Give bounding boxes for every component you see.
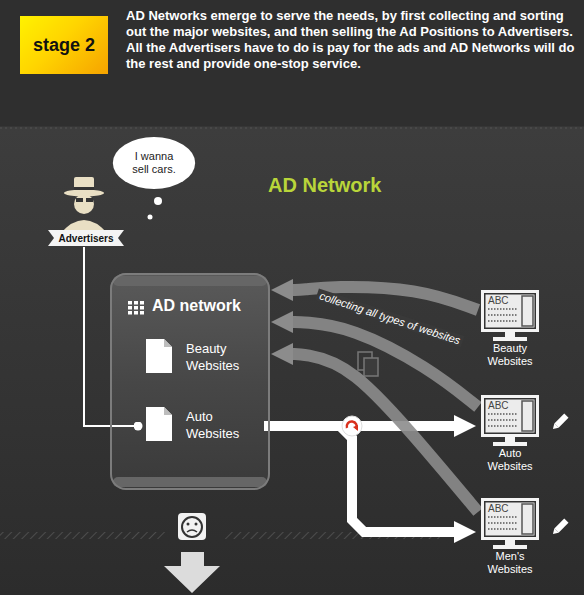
person-glasses	[76, 198, 83, 202]
stage-badge: stage 2	[20, 16, 108, 74]
screen-text: ABC	[488, 503, 509, 514]
monitor-stand	[481, 332, 539, 342]
copy-icon	[364, 358, 378, 376]
website-monitor: ABC Beauty Websites	[478, 290, 542, 368]
frown-face	[187, 530, 197, 532]
document-item: Auto Websites	[142, 403, 264, 449]
network-box-bar	[113, 477, 267, 487]
pencil-icon	[551, 519, 569, 537]
frown-face	[178, 513, 206, 540]
monitor-label: Auto Websites	[478, 447, 542, 473]
hatch-band	[0, 532, 165, 539]
grid-icon	[128, 301, 144, 315]
monitor-stand	[481, 437, 539, 447]
person-glasses	[86, 198, 93, 202]
monitor-stand	[481, 540, 539, 550]
document-item: Beauty Websites	[142, 335, 264, 381]
network-box-fill	[110, 273, 270, 490]
person-hat	[74, 177, 94, 193]
collect-arrow	[293, 354, 478, 512]
thought-dot	[154, 197, 162, 205]
screen-text: ABC	[488, 295, 509, 306]
person-head	[74, 194, 94, 214]
monitor-screen: ABC	[481, 395, 539, 437]
split-icon	[342, 416, 362, 436]
screen-text: ABC	[488, 400, 509, 411]
thought-bubble: I wanna sell cars.	[112, 136, 196, 190]
stage-label: stage 2	[33, 35, 95, 56]
document-label: Auto Websites	[186, 408, 262, 442]
down-arrow	[164, 552, 220, 593]
section-title: AD Network	[268, 174, 381, 197]
person-hat-band	[74, 187, 94, 190]
header-text: AD Networks emerge to serve the needs, b…	[126, 8, 578, 72]
website-monitor: ABC Auto Websites	[478, 395, 542, 473]
pencil-icon	[551, 414, 569, 432]
monitor-label: Men's Websites	[478, 550, 542, 576]
monitor-screen: ABC	[481, 290, 539, 332]
frown-face	[182, 517, 202, 537]
document-icon	[146, 407, 172, 441]
monitor-screen: ABC	[481, 498, 539, 540]
frown-face	[187, 523, 190, 526]
network-box-bar	[113, 276, 267, 286]
website-monitor: ABC Men's Websites	[478, 498, 542, 576]
frown-face	[195, 523, 198, 526]
box-title: AD network	[152, 297, 241, 315]
thought-dot	[148, 215, 153, 220]
document-label: Beauty Websites	[186, 340, 262, 374]
separator-line	[0, 128, 584, 129]
document-icon	[146, 339, 172, 373]
advertiser-banner: Advertisers	[48, 229, 124, 247]
banner-label: Advertisers	[58, 233, 113, 244]
thought-text: I wanna sell cars.	[125, 150, 183, 176]
network-box: AD networkBeauty WebsitesAuto Websites	[110, 273, 270, 490]
monitor-label: Beauty Websites	[478, 342, 542, 368]
